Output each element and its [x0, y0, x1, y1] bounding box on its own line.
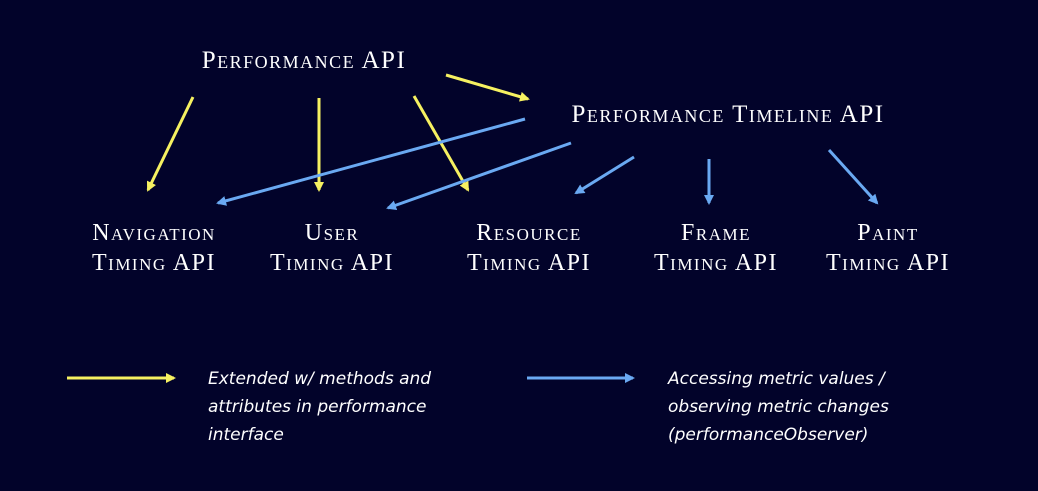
- node-resource-timing-line-2: Timing API: [467, 250, 591, 276]
- node-resource-timing-api: Resource Timing API: [439, 218, 619, 278]
- node-performance-api-label: Performance API: [201, 47, 407, 74]
- node-performance-timeline-api-label: Performance Timeline API: [571, 101, 885, 128]
- node-user-timing-api: User Timing API: [242, 218, 422, 278]
- node-paint-timing-line-2: Timing API: [826, 250, 950, 276]
- legend-extends-line-3: interface: [208, 425, 284, 445]
- node-performance-api: Performance API: [202, 46, 407, 76]
- node-navigation-timing-api: Navigation Timing API: [64, 218, 244, 278]
- edge-timeline-to-resource: [574, 155, 635, 195]
- legend-observes-line-1: Accessing metric values /: [668, 369, 885, 389]
- node-navigation-timing-line-2: Timing API: [92, 250, 216, 276]
- node-frame-timing-line-1: Frame: [681, 220, 751, 246]
- edge-performance-to-navigation: [146, 96, 195, 192]
- legend-observes-text: Accessing metric values / observing metr…: [668, 365, 889, 449]
- node-frame-timing-line-2: Timing API: [654, 250, 778, 276]
- legend-extends-line-2: attributes in performance: [208, 397, 427, 417]
- node-resource-timing-line-1: Resource: [476, 220, 582, 246]
- node-user-timing-line-1: User: [304, 220, 360, 246]
- legend-observes-line-3: (performanceObserver): [668, 425, 869, 445]
- edge-timeline-to-paint: [827, 148, 879, 205]
- legend-extends-text: Extended w/ methods and attributes in pe…: [208, 365, 431, 449]
- edge-performance-to-timeline: [445, 73, 530, 102]
- legend-extends-line-1: Extended w/ methods and: [208, 369, 432, 389]
- node-paint-timing-api: Paint Timing API: [798, 218, 978, 278]
- node-performance-timeline-api: Performance Timeline API: [571, 100, 884, 130]
- node-navigation-timing-line-1: Navigation: [92, 220, 216, 246]
- edge-timeline-to-navigation: [216, 117, 526, 206]
- node-paint-timing-line-1: Paint: [857, 220, 919, 246]
- edge-timeline-to-user: [386, 141, 572, 211]
- node-user-timing-line-2: Timing API: [270, 250, 394, 276]
- node-frame-timing-api: Frame Timing API: [626, 218, 806, 278]
- legend-observes-line-2: observing metric changes: [668, 397, 889, 417]
